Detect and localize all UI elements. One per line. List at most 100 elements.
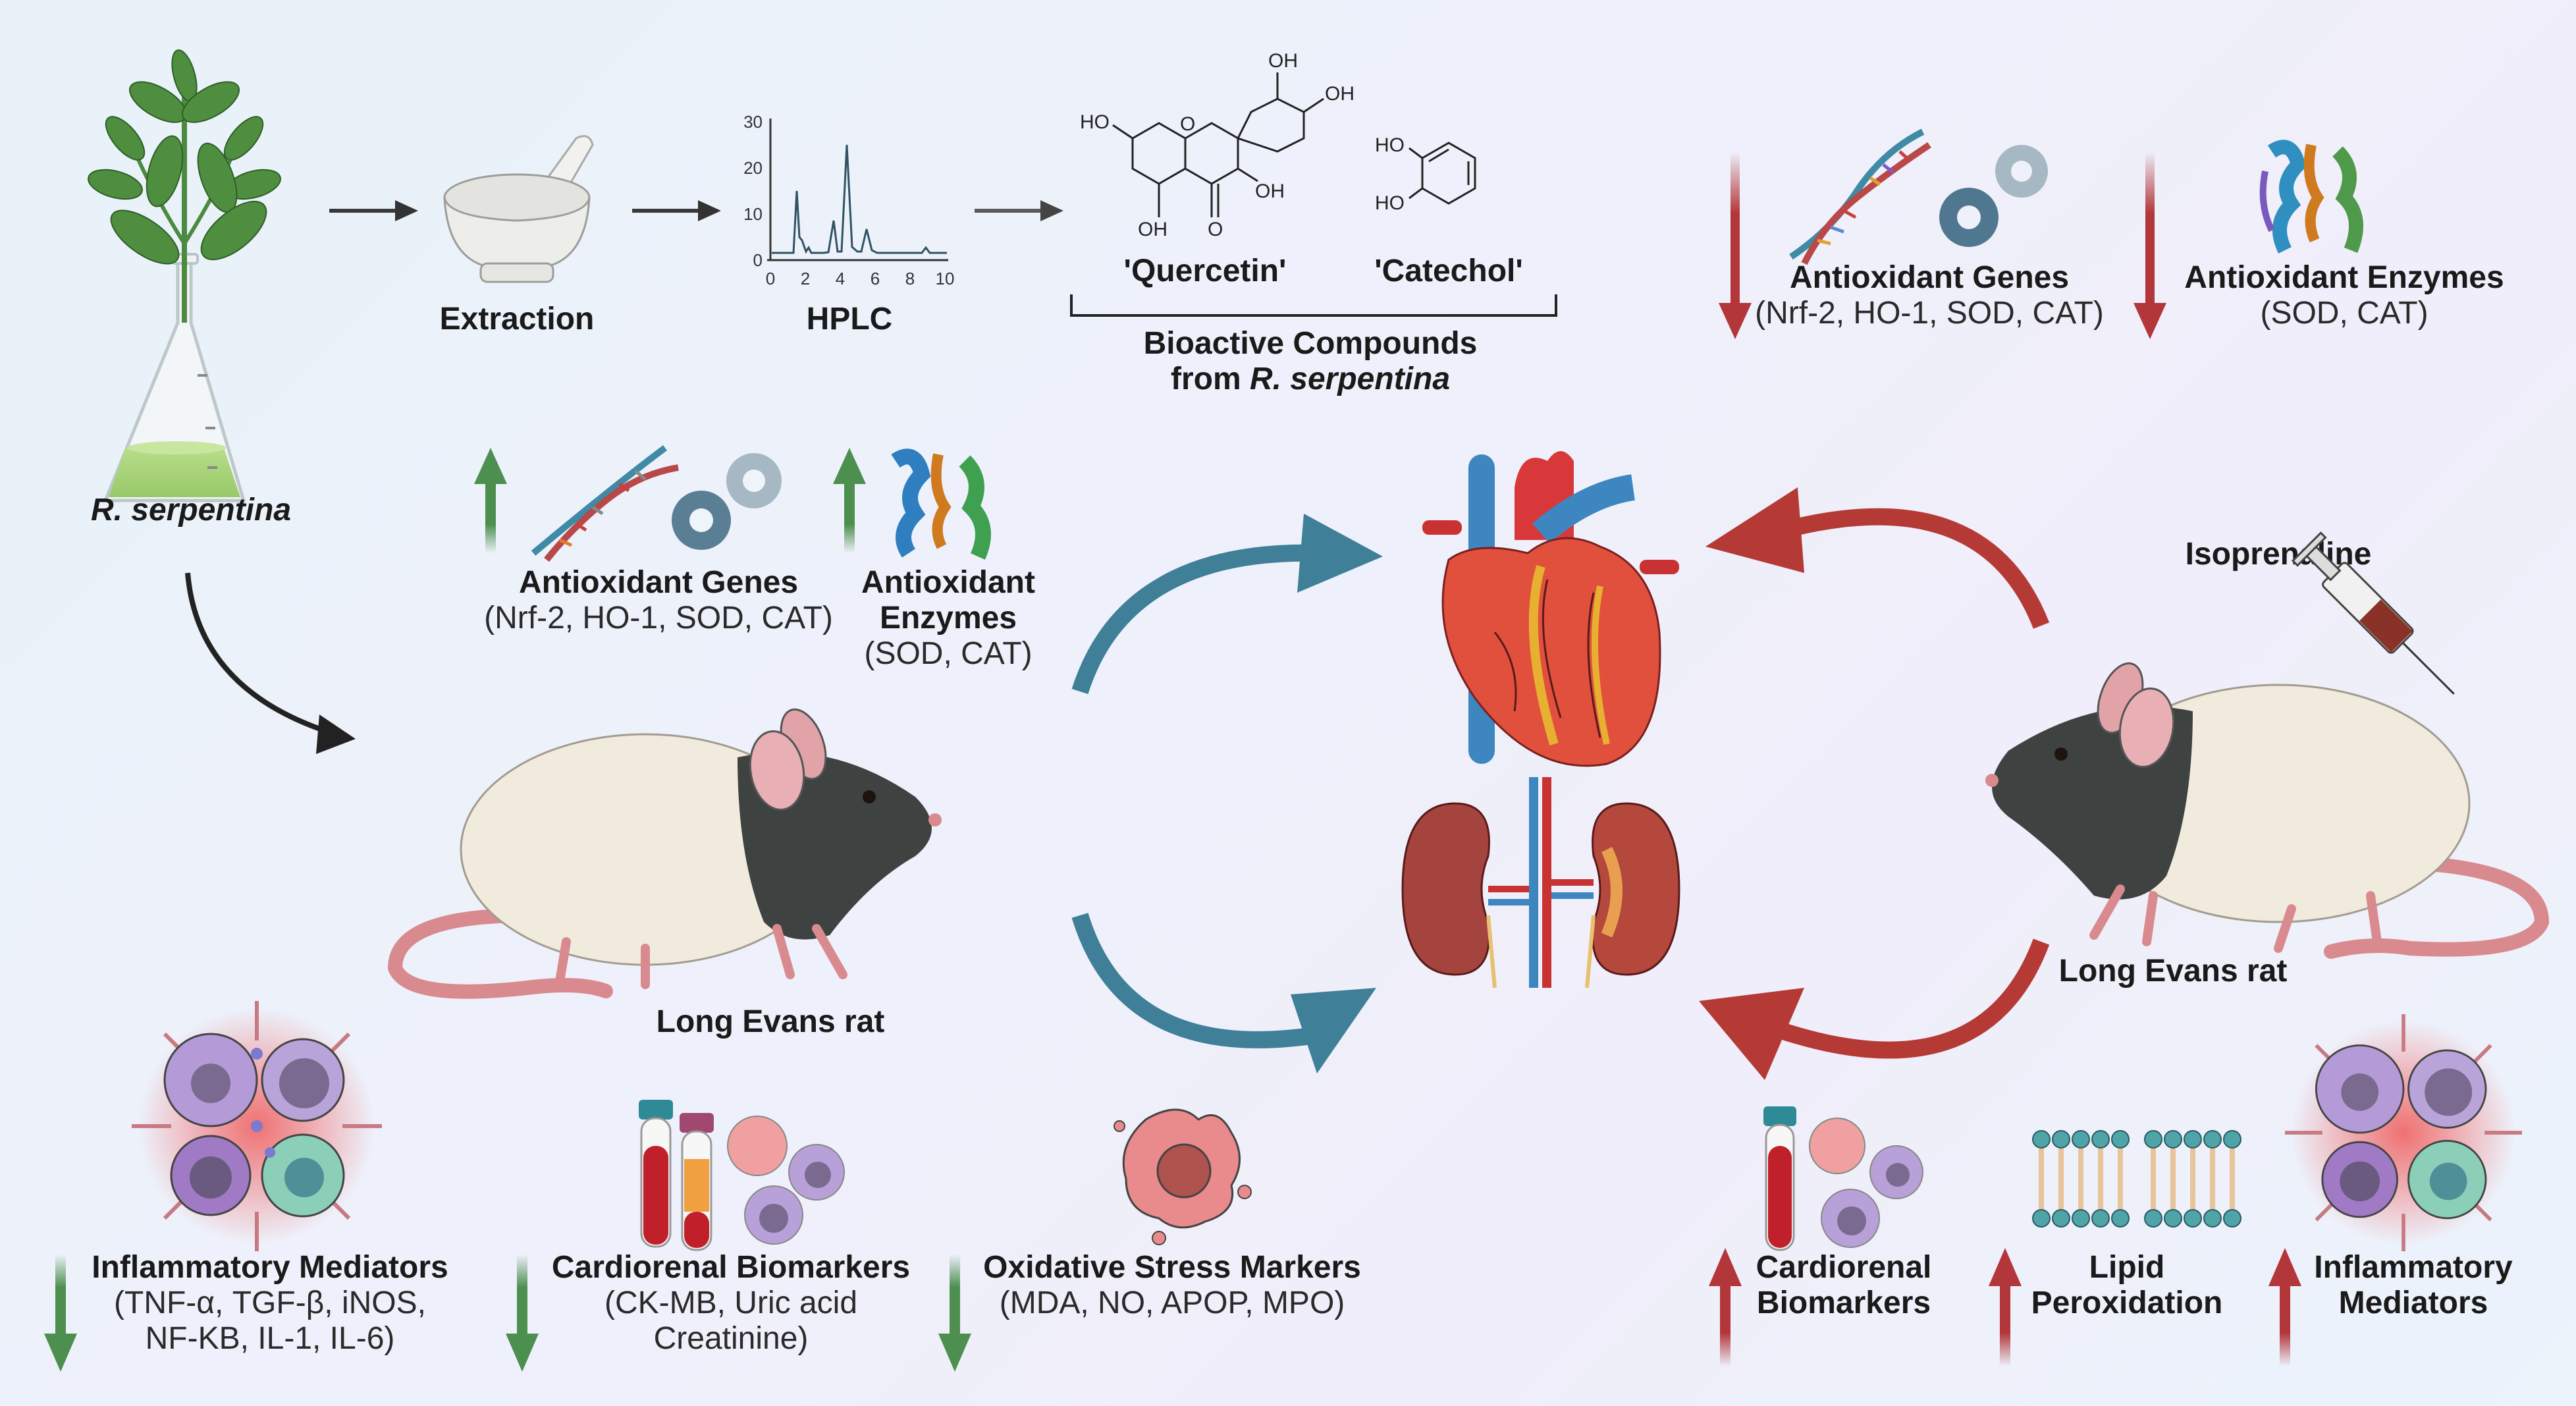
lipid-head: [2032, 1130, 2051, 1149]
damage-arrow-to-kidney-icon: [1699, 938, 2050, 1080]
quercetin-oh-5: OH: [1138, 219, 1167, 240]
treated-inflammatory-detail-2: NF-KB, IL-1, IL-6): [145, 1320, 395, 1356]
treated-inflammatory-title: Inflammatory Mediators: [92, 1250, 448, 1285]
disease-inflammatory-label: Inflammatory Mediators: [2292, 1250, 2535, 1321]
treated-oxidative-detail: (MDA, NO, APOP, MPO): [999, 1285, 1345, 1320]
lipid-head: [2111, 1209, 2130, 1228]
hplc-x-tick: 4: [836, 269, 845, 288]
up-arrow-red-icon: [1709, 1248, 1742, 1366]
disease-antioxidant-genes-title: Antioxidant Genes: [1789, 260, 2070, 295]
down-arrow-red-icon: [2133, 151, 2166, 339]
hplc-y-tick: 0: [753, 250, 763, 270]
lipid-head: [2223, 1209, 2241, 1228]
hplc-y-tick: 30: [743, 112, 763, 132]
lipid-head: [2032, 1209, 2051, 1228]
disease-lipid-title-2: Peroxidation: [2031, 1285, 2223, 1320]
disease-antioxidant-genes-detail: (Nrf-2, HO-1, SOD, CAT): [1755, 295, 2104, 331]
hplc-x-tick: 8: [905, 269, 915, 288]
hplc-x-tick: 10: [936, 269, 955, 288]
lipid-head: [2052, 1209, 2070, 1228]
protein-structure-icon: [2259, 140, 2363, 254]
treated-oxidative-label: Oxidative Stress Markers (MDA, NO, APOP,…: [961, 1250, 1383, 1321]
mortar-pestle-icon: [443, 135, 594, 283]
protein-structure-icon: [891, 448, 991, 560]
down-arrow-green-icon: [506, 1255, 539, 1372]
treated-antioxidant-enzymes-title-2: Enzymes: [879, 600, 1017, 635]
treated-cardiorenal-label: Cardiorenal Biomarkers (CK-MB, Uric acid…: [533, 1250, 928, 1356]
lipid-head: [2072, 1209, 2090, 1228]
hplc-x-tick: 6: [871, 269, 880, 288]
immune-cells-icon: [132, 1001, 382, 1251]
treated-inflammatory-label: Inflammatory Mediators (TNF-α, TGF-β, iN…: [72, 1250, 468, 1356]
catechol-ho-2: HO: [1375, 192, 1405, 214]
treated-cardiorenal-title: Cardiorenal Biomarkers: [551, 1250, 911, 1285]
up-arrow-red-icon: [1989, 1248, 2022, 1366]
treated-antioxidant-genes-label: Antioxidant Genes (Nrf-2, HO-1, SOD, CAT…: [468, 565, 849, 636]
compounds-caption-line1: Bioactive Compounds: [1143, 326, 1478, 361]
treated-inflammatory-detail-1: (TNF-α, TGF-β, iNOS,: [114, 1285, 426, 1320]
lipid-head: [2164, 1209, 2182, 1228]
compounds-caption: Bioactive Compounds from R. serpentina: [1054, 326, 1567, 397]
treated-cardiorenal-detail-2: Creatinine): [653, 1320, 809, 1356]
treated-antioxidant-enzymes-label: Antioxidant Enzymes (SOD, CAT): [830, 565, 1067, 671]
quercetin-oh-4p: OH: [1325, 83, 1355, 105]
arrow-right-icon: [975, 200, 1063, 221]
lipid-head: [2144, 1130, 2162, 1149]
lipid-head: [2203, 1130, 2222, 1149]
disease-rat-icon: [1985, 662, 2550, 959]
hplc-y-tick: 10: [743, 204, 763, 224]
disease-antioxidant-enzymes-detail: (SOD, CAT): [2260, 295, 2428, 331]
lipid-head: [2223, 1130, 2241, 1149]
curved-arrow-icon: [185, 572, 356, 754]
extraction-label: Extraction: [439, 302, 595, 337]
hplc-x-tick: 2: [801, 269, 810, 288]
disease-antioxidant-genes-label: Antioxidant Genes (Nrf-2, HO-1, SOD, CAT…: [1738, 260, 2120, 331]
quercetin-keto-o: O: [1208, 219, 1223, 240]
quercetin-oh-3: OH: [1255, 180, 1285, 202]
treated-antioxidant-enzymes-title-1: Antioxidant: [861, 565, 1035, 600]
disease-cardiorenal-label: Cardiorenal Biomarkers: [1732, 1250, 1956, 1321]
treated-antioxidant-enzymes-detail: (SOD, CAT): [864, 635, 1033, 671]
plant-label: R. serpentina: [90, 493, 292, 527]
catechol-structure-icon: HO HO: [1375, 134, 1476, 214]
damaged-cell-icon: [1114, 1108, 1252, 1245]
down-arrow-green-icon: [938, 1255, 971, 1372]
treated-antioxidant-genes-detail: (Nrf-2, HO-1, SOD, CAT): [484, 600, 833, 635]
compounds-caption-line2: from R. serpentina: [1170, 361, 1451, 396]
lipid-head: [2164, 1130, 2182, 1149]
arrow-right-icon: [632, 200, 721, 221]
blood-tubes-cells-icon: [639, 1100, 845, 1251]
hplc-y-tick: 20: [743, 158, 763, 178]
treated-cardiorenal-detail-1: (CK-MB, Uric acid: [604, 1285, 858, 1320]
up-arrow-green-icon: [474, 448, 507, 553]
disease-cardiorenal-title-1: Cardiorenal: [1756, 1250, 1932, 1285]
down-arrow-green-icon: [44, 1255, 77, 1372]
arrow-right-icon: [329, 200, 418, 221]
kidneys-icon: [1401, 777, 1680, 988]
lipid-head: [2144, 1209, 2162, 1228]
quercetin-ring-o: O: [1180, 113, 1195, 135]
protective-arrow-to-heart-icon: [1071, 514, 1383, 694]
protective-arrow-to-kidney-icon: [1071, 913, 1376, 1073]
treated-rat-label: Long Evans rat: [656, 1004, 885, 1039]
syringe-icon: [2291, 531, 2455, 695]
treated-rat-icon: [387, 708, 942, 999]
quercetin-structure-icon: HO OH OH OH OH O O: [1080, 50, 1355, 240]
quercetin-ho-7: HO: [1080, 111, 1110, 133]
lipid-head: [2111, 1130, 2130, 1149]
up-arrow-red-icon: [2268, 1248, 2301, 1366]
species-name: R. serpentina: [1249, 361, 1451, 396]
lipid-head: [2052, 1130, 2070, 1149]
heart-icon: [1422, 451, 1679, 767]
damage-arrow-to-heart-icon: [1705, 487, 2050, 629]
disease-rat-label: Long Evans rat: [2058, 954, 2288, 988]
hplc-trace: [772, 144, 947, 254]
disease-inflammatory-title-1: Inflammatory: [2314, 1250, 2513, 1285]
disease-cardiorenal-title-2: Biomarkers: [1756, 1285, 1931, 1320]
plant-flask-icon: [88, 49, 281, 502]
treated-oxidative-title: Oxidative Stress Markers: [983, 1250, 1361, 1285]
down-arrow-red-icon: [1719, 151, 1752, 339]
lipid-head: [2203, 1209, 2222, 1228]
catechol-ho-1: HO: [1375, 134, 1405, 156]
